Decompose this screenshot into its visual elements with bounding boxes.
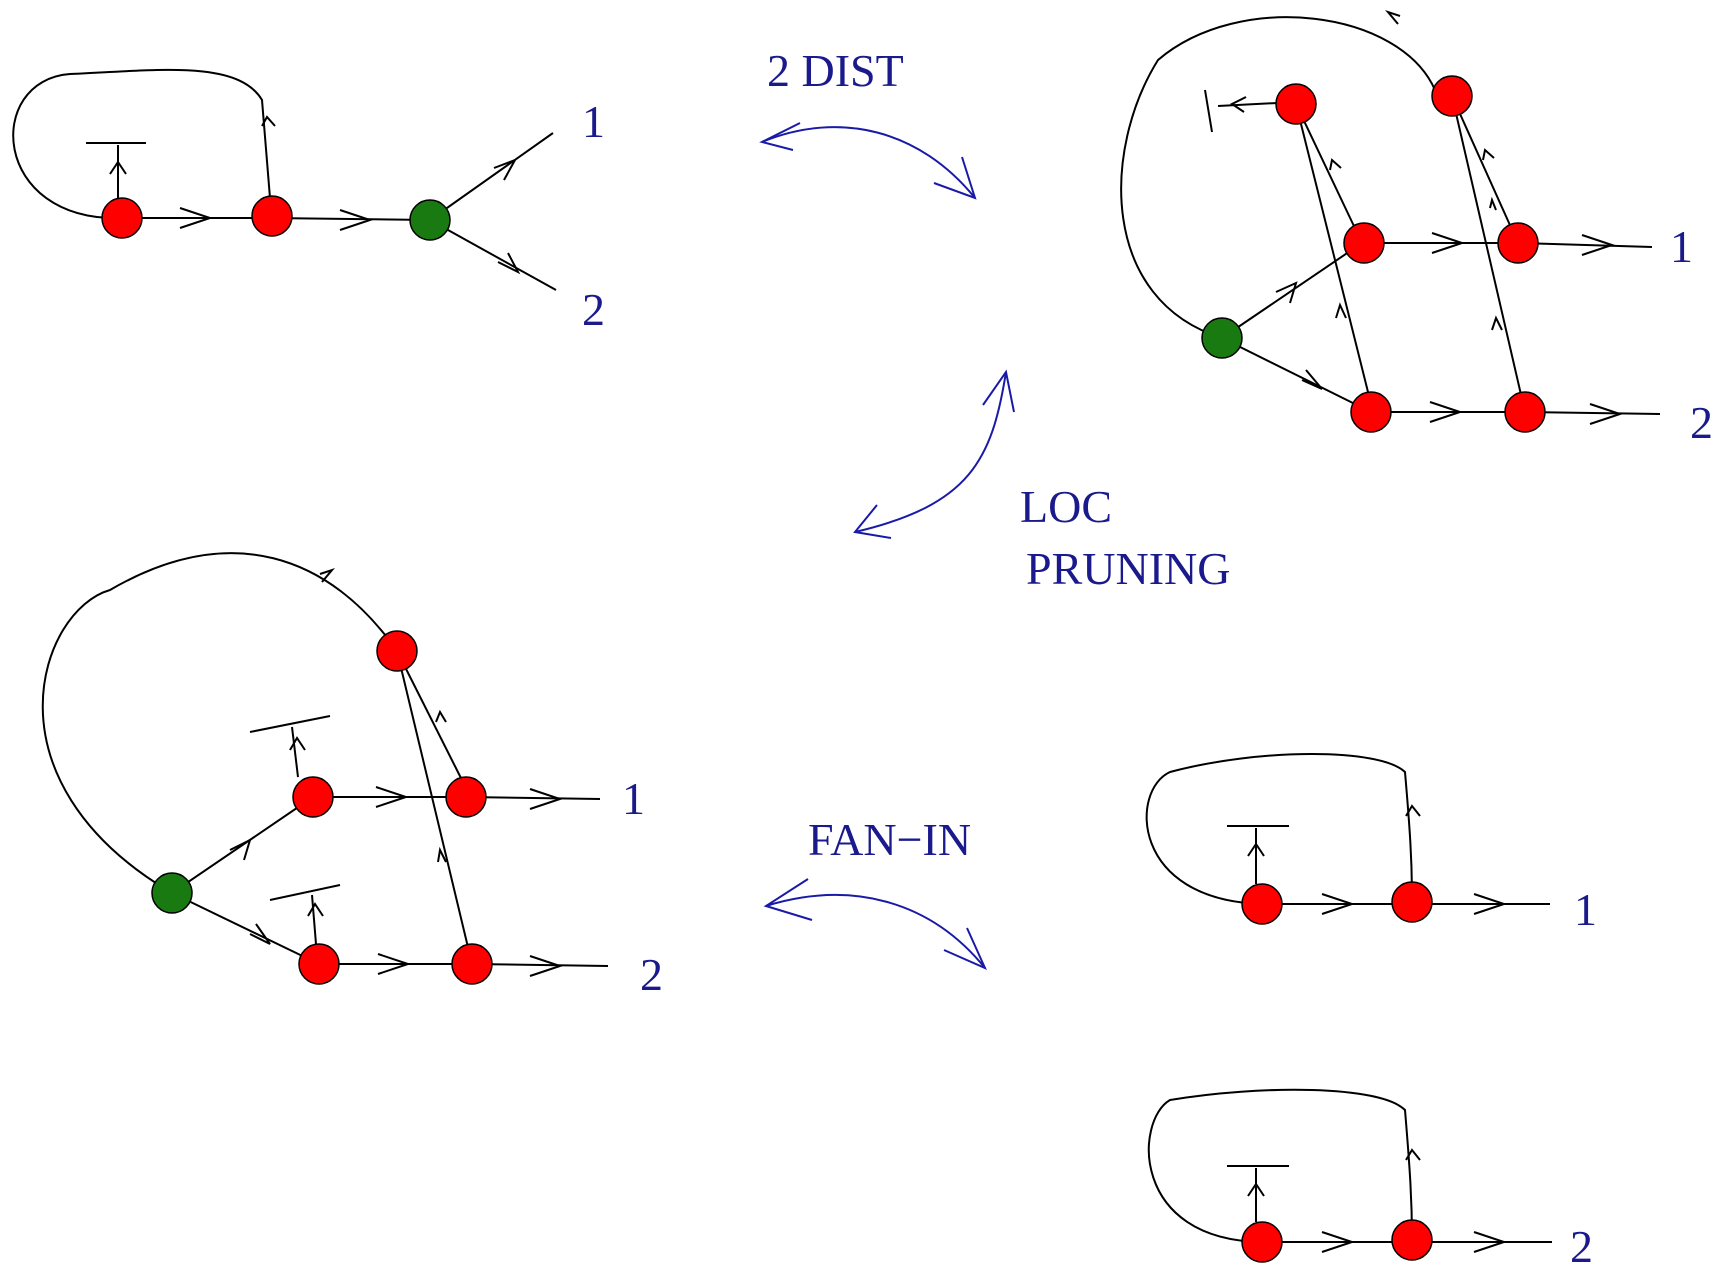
green-node [409,199,451,241]
output-label-2: 2 [582,284,605,335]
red-node [1497,222,1539,264]
output-label-2: 2 [640,949,663,1000]
red-node [1391,1219,1433,1261]
transform-arrow-pruning [853,369,1015,539]
red-node [292,776,334,818]
output-label-2: 2 [1570,1221,1593,1265]
transform-arrow-fanin [763,878,987,970]
red-node [1391,881,1433,923]
green-node [1201,317,1243,359]
output-label-1: 1 [622,773,645,824]
red-node [1241,883,1283,925]
output-label-1: 1 [1670,221,1693,272]
transform-arrows [759,122,1015,970]
red-node [1504,391,1546,433]
network-d-edges [1145,753,1550,915]
network-a-edges [12,68,557,291]
red-node [1431,75,1473,117]
network-c-edges [41,552,609,977]
label-fan-in: FAN−IN [808,814,971,865]
red-node [298,943,340,985]
network-e-edges [1147,1088,1552,1253]
label-loc: LOC [1020,481,1112,532]
output-label-2: 2 [1690,397,1713,448]
red-node [1275,83,1317,125]
green-node [151,872,193,914]
output-label-1: 1 [582,96,605,147]
network-b-edges [1120,9,1661,425]
output-label-1: 1 [1574,884,1597,935]
red-node [1343,222,1385,264]
red-node [1350,391,1392,433]
red-node [251,195,293,237]
network-edges [12,9,1661,1253]
network-nodes [101,75,1546,1263]
label-2-dist: 2 DIST [767,45,904,96]
red-node [376,630,418,672]
red-node [451,943,493,985]
label-pruning: PRUNING [1026,543,1230,594]
red-node [1241,1221,1283,1263]
red-node [445,776,487,818]
transform-arrow-dist [759,122,977,200]
text-labels: 2 DIST LOC PRUNING FAN−IN 1 2 1 2 1 2 1 … [582,45,1713,1265]
red-node [101,197,143,239]
